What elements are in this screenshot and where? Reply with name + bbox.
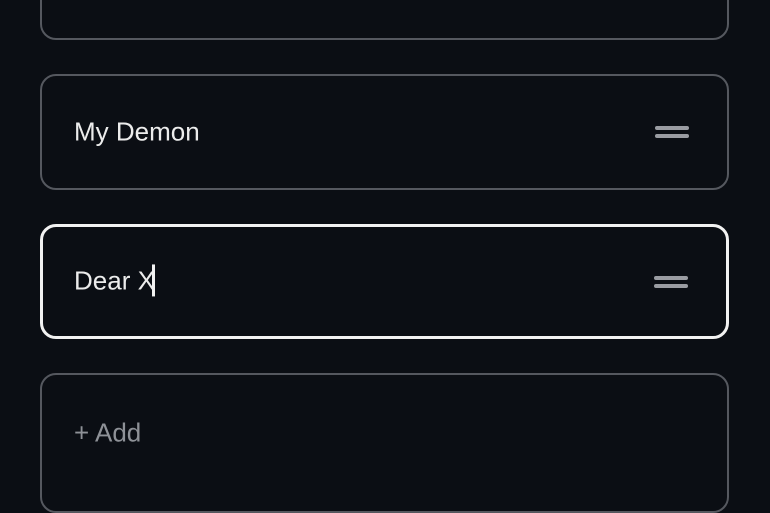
list-item[interactable]: [40, 0, 729, 40]
add-item-label: + Add: [74, 417, 142, 448]
drag-handle-icon[interactable]: [654, 275, 688, 289]
list-item-input[interactable]: Dear X: [40, 224, 729, 339]
list-item[interactable]: My Demon: [40, 74, 729, 190]
list-item-input-value[interactable]: Dear X: [74, 264, 155, 295]
drag-handle-icon[interactable]: [655, 125, 689, 139]
add-item-button[interactable]: + Add: [40, 373, 729, 513]
list-item-edit: Dear X: [74, 264, 155, 298]
text-caret: [151, 264, 155, 297]
list-item-label: My Demon: [74, 116, 200, 147]
